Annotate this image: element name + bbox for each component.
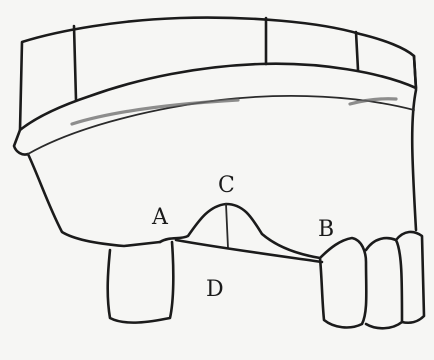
right-tooth-2	[366, 238, 402, 328]
shade-stroke-left	[72, 100, 238, 124]
segment-line-3	[356, 32, 358, 70]
left-abutment-tooth	[108, 242, 174, 323]
right-tooth-3	[396, 232, 424, 323]
line-A-B	[176, 240, 322, 262]
right-tooth-1	[320, 238, 366, 327]
ridge-height-line-C	[226, 204, 228, 248]
label-A: A	[151, 205, 169, 230]
segment-line-1	[74, 26, 76, 100]
jaw-right-side	[412, 56, 416, 230]
label-C: C	[218, 173, 235, 198]
jaw-inner-curve	[28, 96, 414, 154]
label-B: B	[318, 217, 334, 242]
label-D: D	[206, 277, 224, 302]
jaw-body-outline	[14, 130, 160, 246]
